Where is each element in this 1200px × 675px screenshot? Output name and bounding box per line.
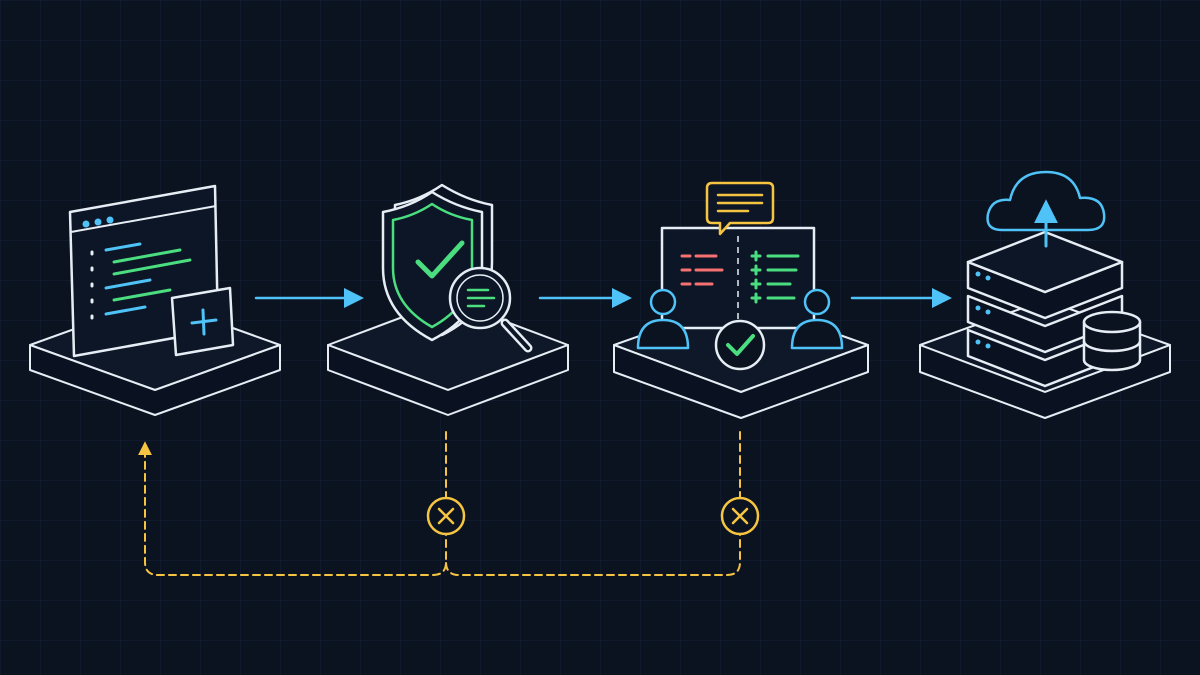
comment-bubble-icon [705,181,775,236]
reject-x-icon [426,496,466,536]
reviewer-right-icon [790,288,844,350]
magnifier-icon [448,266,533,353]
feedback-line-scan [138,431,447,576]
cloud-upload-icon [986,170,1106,248]
add-icon [170,286,235,357]
code-review-icon [660,226,816,330]
feedback-line-review [445,431,741,576]
database-icon [1082,310,1142,372]
approved-check-icon [714,319,766,371]
reject-x-icon [720,496,760,536]
reviewer-left-icon [636,288,690,350]
